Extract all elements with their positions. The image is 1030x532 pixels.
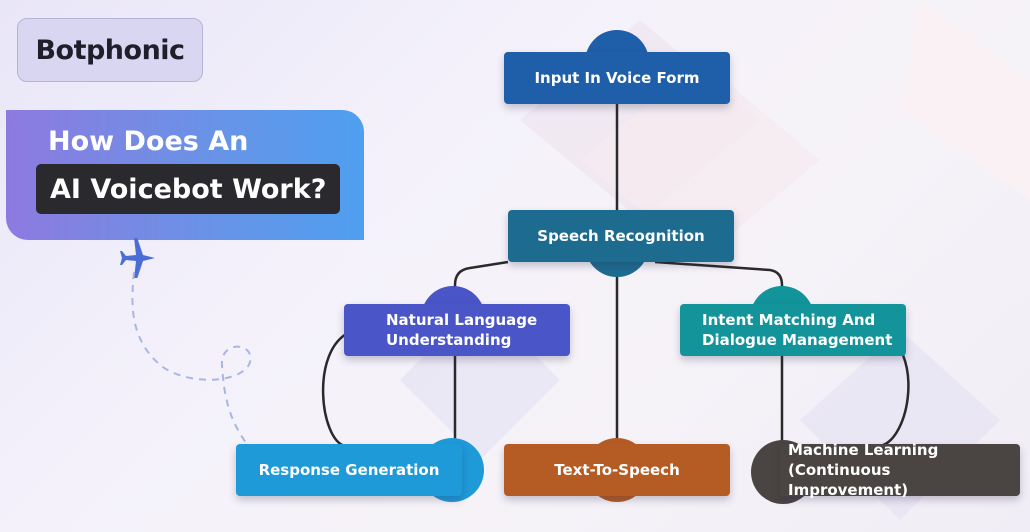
botphonic-logo: Botphonic <box>17 18 203 82</box>
page-title-line-1: How Does An <box>48 126 249 157</box>
node-natural-language-understanding: Natural Language Understanding <box>344 304 570 356</box>
page-title-line-2: AI Voicebot Work? <box>36 164 341 214</box>
node-text-to-speech: Text-To-Speech <box>504 444 730 496</box>
node-intent-matching-dialogue-management: Intent Matching And Dialogue Management <box>680 304 906 356</box>
node-response-generation: Response Generation <box>236 444 462 496</box>
node-speech-recognition: Speech Recognition <box>508 210 734 262</box>
node-machine-learning: Machine Learning (Continuous Improvement… <box>780 441 1020 499</box>
airplane-icon <box>120 238 155 278</box>
dashed-flight-path-icon <box>131 271 252 449</box>
node-input-in-voice-form: Input In Voice Form <box>504 52 730 104</box>
